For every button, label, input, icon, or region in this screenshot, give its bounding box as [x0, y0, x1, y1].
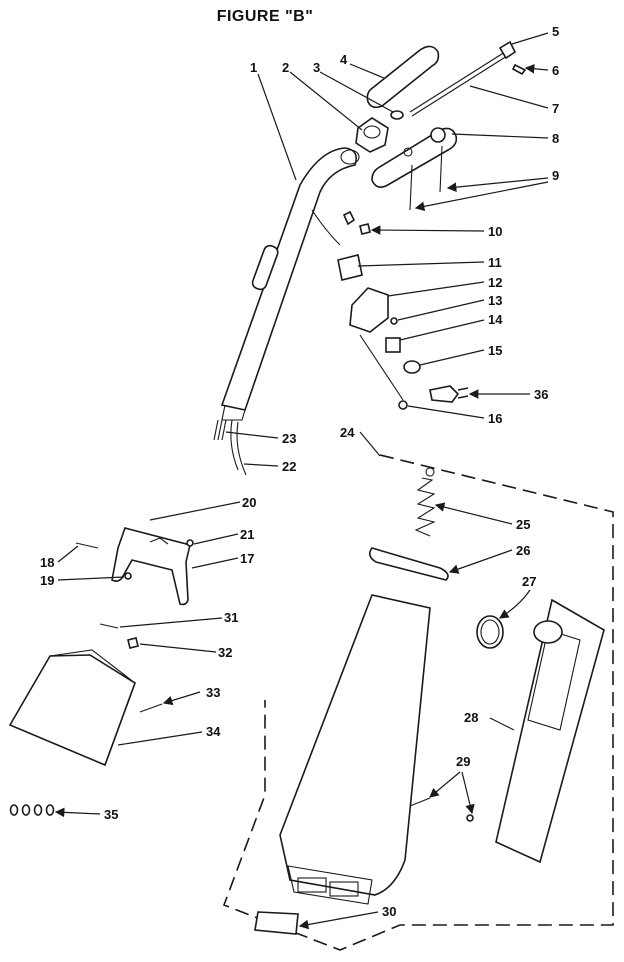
- handle-body: [371, 127, 458, 188]
- cord-clip: [498, 40, 517, 60]
- callout-20: 20: [242, 495, 256, 510]
- callout-15: 15: [488, 343, 502, 358]
- bag-screws: [409, 797, 431, 807]
- callout-23: 23: [282, 431, 296, 446]
- callout-31: 31: [224, 610, 238, 625]
- callout-29: 29: [456, 754, 470, 769]
- callout-32: 32: [218, 645, 232, 660]
- clip-screw: [511, 63, 527, 76]
- cord-rod: [409, 51, 506, 113]
- callout-5: 5: [552, 24, 559, 39]
- callout-2: 2: [282, 60, 289, 75]
- switch-plate: [385, 337, 401, 353]
- wire-nuts: [342, 210, 371, 235]
- callout-10: 10: [488, 224, 502, 239]
- callout-19: 19: [40, 573, 54, 588]
- callout-27: 27: [522, 574, 536, 589]
- figure-title: FIGURE "B": [216, 8, 314, 25]
- callout-8: 8: [552, 131, 559, 146]
- callout-4: 4: [340, 52, 348, 67]
- callout-12: 12: [488, 275, 502, 290]
- bag-gasket: [254, 911, 299, 935]
- bracket-screw-left: [75, 542, 99, 549]
- motor-hood: [8, 654, 136, 767]
- pivot-bracket: [111, 527, 191, 606]
- switch-bracket: [349, 287, 389, 333]
- callout-11: 11: [488, 255, 502, 270]
- bracket-fastener: [186, 539, 194, 547]
- hood-clip: [127, 637, 139, 649]
- callout-3: 3: [313, 60, 320, 75]
- hood-screw-lower: [139, 703, 163, 713]
- callout-25: 25: [516, 517, 530, 532]
- callout-24: 24: [340, 425, 355, 440]
- callout-28: 28: [464, 710, 478, 725]
- inner-bag: [495, 598, 605, 864]
- bracket-screw: [390, 317, 398, 325]
- bulbs: [9, 804, 55, 816]
- cord-plug: [429, 385, 469, 403]
- bag-spring: [414, 467, 436, 537]
- mount-screw: [398, 400, 408, 410]
- callout-35: 35: [104, 807, 118, 822]
- callout-6: 6: [552, 63, 559, 78]
- callout-1: 1: [250, 60, 257, 75]
- hood-screw: [99, 623, 119, 629]
- fill-tube: [368, 547, 449, 581]
- cord-clamp: [403, 360, 421, 374]
- callout-22: 22: [282, 459, 296, 474]
- switch: [337, 254, 363, 281]
- callout-7: 7: [552, 101, 559, 116]
- handle-knob: [355, 117, 389, 153]
- callout-9: 9: [552, 168, 559, 183]
- callout-34: 34: [206, 724, 221, 739]
- hand-grip: [366, 45, 440, 109]
- callout-21: 21: [240, 527, 254, 542]
- callout-14: 14: [488, 312, 503, 327]
- handle-tube: [213, 147, 360, 476]
- bracket-nut: [124, 572, 132, 580]
- washer: [390, 110, 404, 120]
- callout-36: 36: [534, 387, 548, 402]
- outer-bag: [279, 594, 431, 896]
- handle-screws: [409, 145, 443, 211]
- callout-26: 26: [516, 543, 530, 558]
- callout-33: 33: [206, 685, 220, 700]
- callout-13: 13: [488, 293, 502, 308]
- callout-16: 16: [488, 411, 502, 426]
- callout-18: 18: [40, 555, 54, 570]
- callout-30: 30: [382, 904, 396, 919]
- callout-17: 17: [240, 551, 254, 566]
- leader-lines: [54, 32, 549, 930]
- callout-labels: 1 2 3 4 5 6 7 8 9 10 11 12 13 14 15 16 1…: [40, 24, 559, 919]
